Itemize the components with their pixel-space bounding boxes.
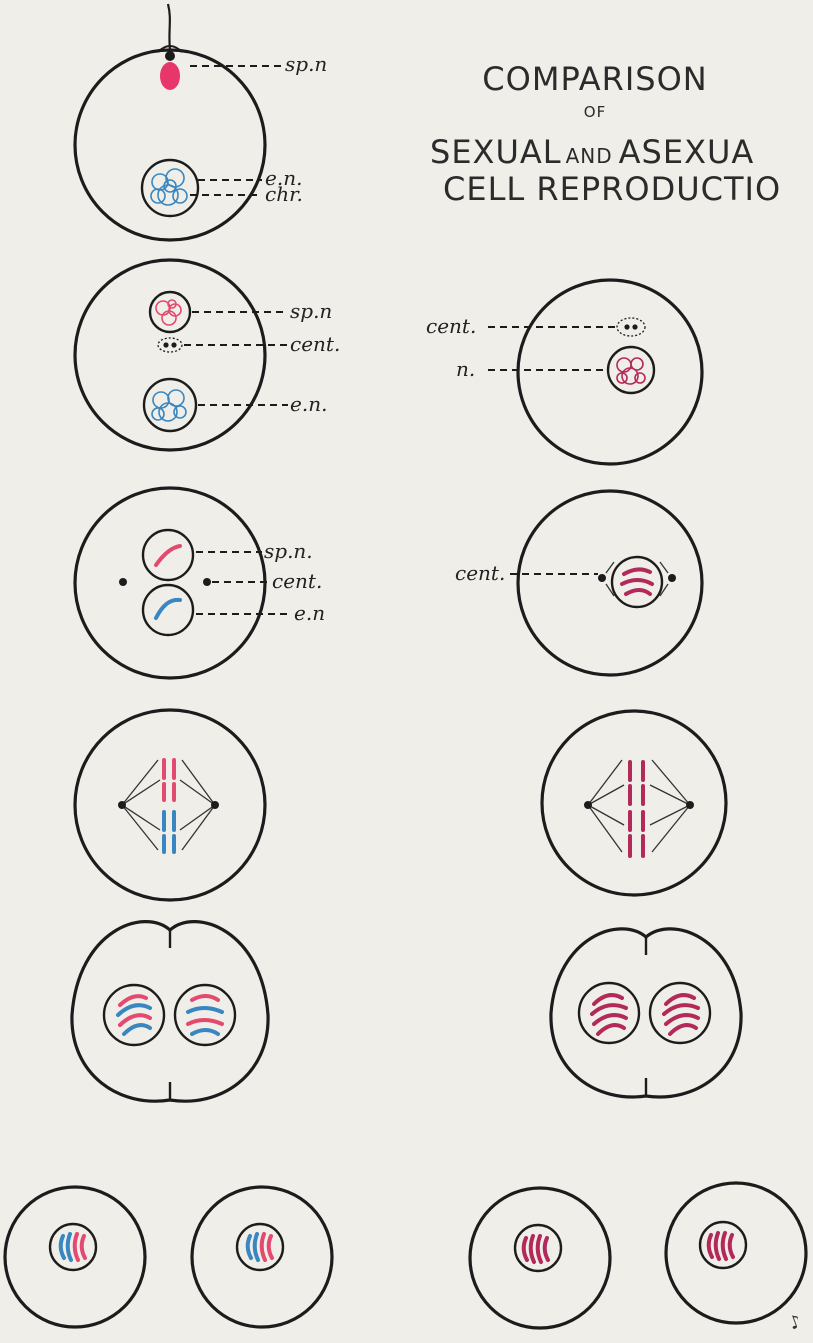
egg-pronucleus (144, 379, 196, 431)
artist-monogram: ♪ (786, 1311, 804, 1335)
daughter-cell-right (666, 1183, 806, 1323)
sperm-chromosome (156, 546, 180, 565)
sexual-stage-2-pronuclei: sp.n cent. e.n. (75, 260, 340, 450)
egg-pronucleus (143, 585, 193, 635)
label-cent-3: cent. (272, 569, 322, 593)
centrosome-left (119, 578, 127, 586)
egg-nucleus (142, 160, 198, 216)
centrosome-left (598, 574, 606, 582)
sexual-stage-6-daughter-cells (5, 1187, 332, 1327)
egg-chromatin-tangle (151, 169, 187, 205)
sexual-stage-3-prophase: sp.n. cent. e.n (75, 488, 325, 678)
nucleus (608, 347, 654, 393)
centriole (632, 324, 637, 329)
sexual-stage-4-metaphase (75, 710, 265, 900)
metaphase-chromosomes (164, 760, 174, 852)
label-chr: chr. (265, 182, 303, 206)
sperm-tail (168, 4, 170, 50)
spindle-fibres (122, 760, 215, 850)
sperm-pronucleus (143, 530, 193, 580)
dividing-egg-cell (72, 922, 268, 1102)
sexual-stage-5-cleavage (72, 922, 268, 1102)
egg-chromosome (156, 600, 180, 618)
sperm-nucleus (160, 62, 180, 90)
somatic-cell (518, 280, 702, 464)
somatic-cell (518, 491, 702, 675)
spindle-fibres (588, 760, 690, 852)
title-word-and: AND (566, 144, 613, 168)
label-sp-n-3: sp.n. (264, 539, 313, 563)
spindle-pole-right (211, 801, 219, 809)
title-word-sexual: SEXUAL (430, 133, 562, 171)
label-n-a2: n. (456, 357, 475, 381)
centrosome-halo (617, 318, 645, 336)
label-e-n-2: e.n. (290, 392, 327, 416)
title-line-2: OF (584, 103, 606, 121)
label-cent-a3: cent. (455, 561, 505, 585)
centriole (624, 324, 629, 329)
egg-chromatin-tangle (152, 390, 186, 421)
daughter-nucleus-right (650, 983, 710, 1043)
title-line-1: COMPARISON (482, 60, 707, 98)
spindle-pole-left (118, 801, 126, 809)
nuclear-chromatin-tangle (617, 358, 645, 384)
somatic-cell (542, 711, 726, 895)
centrosome-halo (158, 338, 182, 352)
egg-cell (75, 710, 265, 900)
centrosome-right (203, 578, 211, 586)
label-sp-n-1: sp.n (285, 52, 327, 76)
centriole (163, 342, 168, 347)
asexual-stage-1-resting: cent. n. (426, 280, 702, 464)
sperm-chromatin-tangle (156, 300, 181, 325)
label-cent-a2: cent. (426, 314, 476, 338)
asexual-stage-2-prophase: cent. (455, 491, 702, 675)
sexual-stage-1-fertilization: sp.n e.n. chr. (75, 4, 327, 240)
sperm-centrosome (165, 51, 175, 61)
title-line-4: CELL REPRODUCTIO (443, 170, 781, 208)
spindle-pole-left (584, 801, 592, 809)
daughter-nucleus-left (579, 983, 639, 1043)
label-e-n-3: e.n (294, 601, 325, 625)
asexual-stage-4-cleavage (551, 929, 741, 1097)
label-sp-n-2: sp.n (290, 299, 332, 323)
centriole (171, 342, 176, 347)
asexual-stage-3-metaphase (542, 711, 726, 895)
title-word-asexual: ASEXUA (619, 133, 755, 171)
metaphase-chromosomes (630, 762, 643, 856)
asexual-stage-5-daughter-cells (470, 1183, 806, 1328)
spindle-pole-right (686, 801, 694, 809)
centrosome-right (668, 574, 676, 582)
label-cent-2: cent. (290, 332, 340, 356)
